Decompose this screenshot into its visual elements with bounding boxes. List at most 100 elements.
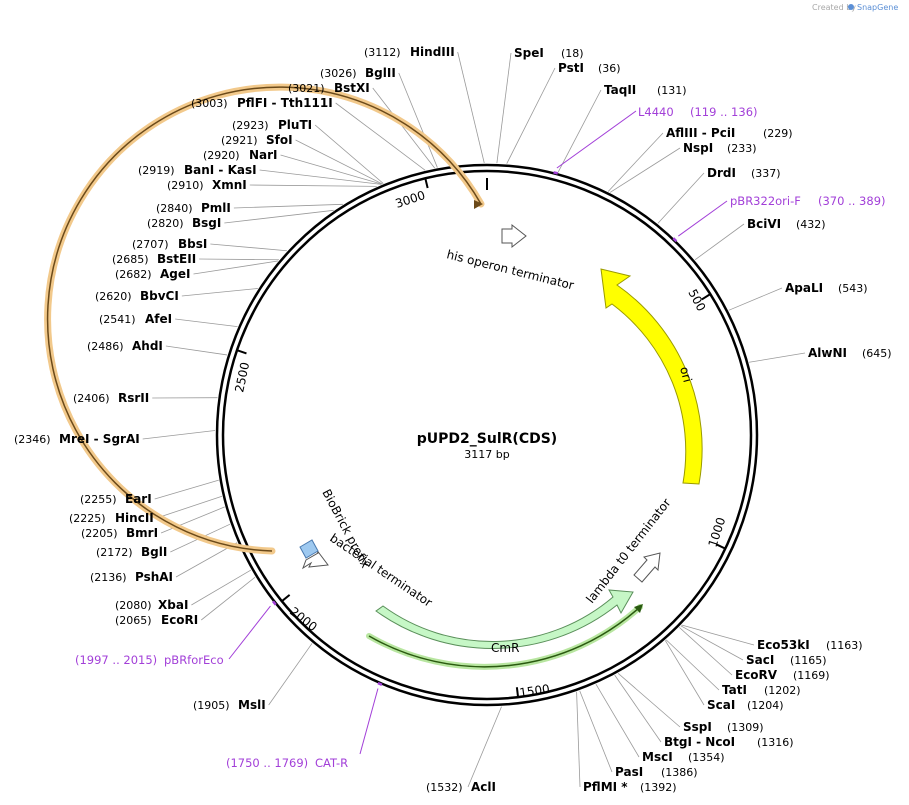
site-pos: (2620)	[95, 290, 132, 303]
site-pos: (2406)	[73, 392, 110, 405]
snapgene-logo-icon	[848, 4, 854, 10]
site-name: BbvCI	[140, 289, 179, 303]
terminator-label-his: his operon terminator	[445, 247, 575, 292]
site-name: BbsI	[178, 237, 207, 251]
primer-bind-mark	[672, 237, 678, 243]
site-name: SspI	[683, 720, 712, 734]
site-name: AfeI	[145, 312, 172, 326]
site-name: XbaI	[158, 598, 188, 612]
site-name: BsgI	[192, 216, 221, 230]
site-name: SpeI	[514, 46, 544, 60]
leader-line	[181, 288, 258, 297]
site-pos: (3003)	[191, 97, 228, 110]
leader-line	[457, 51, 485, 164]
site-pos: (1169)	[793, 669, 830, 682]
primer-range: (1997 .. 2015)	[75, 653, 157, 667]
site-pos: (1354)	[688, 751, 725, 764]
primer-labels: L4440 (119 .. 136) pBR322ori-F (370 .. 3…	[75, 105, 886, 770]
primer-range: (1750 .. 1769)	[226, 756, 308, 770]
site-name: BciVI	[747, 217, 781, 231]
site-pos: (1202)	[764, 684, 801, 697]
tick-label-2500: 2500	[232, 361, 252, 394]
leader-line	[156, 495, 223, 519]
leader-line	[579, 690, 613, 773]
site-name: Eco53kI	[757, 638, 810, 652]
leader-line	[679, 627, 733, 676]
leader-line	[372, 87, 436, 169]
site-pos: (2820)	[147, 217, 184, 230]
site-name: ApaLI	[785, 281, 823, 295]
site-pos: (233)	[727, 142, 757, 155]
site-name: PmlI	[201, 201, 231, 215]
restriction-site-labels: SpeI (18) PstI (36) TaqII (131) AflIII -…	[14, 45, 892, 794]
site-pos: (2205)	[81, 527, 118, 540]
terminator-label-lambda: lambda t0 terminator	[583, 496, 673, 606]
primer-name: L4440	[638, 105, 674, 119]
primer-bind-mark	[272, 600, 277, 606]
site-pos: (2920)	[203, 149, 240, 162]
site-pos: (2080)	[115, 599, 152, 612]
site-name: BanI - KasI	[184, 163, 257, 177]
site-name: HincII	[115, 511, 154, 525]
site-pos: (1386)	[661, 766, 698, 779]
leader-line	[595, 684, 640, 758]
site-name: TaqII	[604, 83, 636, 97]
leader-line	[165, 345, 228, 356]
site-name: BglI	[141, 545, 167, 559]
primer-name: pBRforEco	[164, 653, 224, 667]
site-name: PflFI - Tth111I	[237, 96, 333, 110]
leader-line	[728, 287, 783, 311]
site-name: MscI	[642, 750, 673, 764]
tick-mark	[715, 543, 726, 550]
site-name: AflIII - PciI	[666, 126, 735, 140]
leader-line	[201, 576, 256, 621]
leader-line	[680, 625, 744, 661]
leader-line	[280, 154, 382, 185]
leader-line	[335, 102, 426, 171]
site-name: HindIII	[410, 45, 455, 59]
leader-line	[154, 479, 219, 500]
leader-line	[665, 639, 720, 691]
site-name: TatI	[722, 683, 747, 697]
site-pos: (2172)	[96, 546, 133, 559]
tick-label-1000: 1000	[706, 516, 729, 549]
tick-mark	[424, 178, 429, 189]
terminator-his-operon: his operon terminator	[445, 223, 575, 293]
site-name: SfoI	[266, 133, 293, 147]
site-name: BglII	[365, 66, 396, 80]
primer-leader	[556, 110, 637, 169]
leader-line	[191, 569, 252, 606]
site-pos: (1905)	[193, 699, 230, 712]
site-name: EcoRV	[735, 668, 778, 682]
leader-line	[249, 184, 377, 187]
site-pos: (2255)	[80, 493, 117, 506]
site-pos: (2225)	[69, 512, 106, 525]
leader-line	[199, 258, 279, 261]
leader-line	[614, 674, 662, 743]
leader-line	[210, 243, 287, 252]
leader-line	[506, 67, 556, 164]
site-pos: (1163)	[826, 639, 863, 652]
site-name: RsrII	[118, 391, 149, 405]
site-name: DrdI	[707, 166, 736, 180]
site-pos: (131)	[657, 84, 687, 97]
site-name: PluTI	[278, 118, 312, 132]
backbone-outer	[215, 163, 759, 707]
site-pos: (3112)	[364, 46, 401, 59]
site-pos: (2136)	[90, 571, 127, 584]
tick-marks	[236, 178, 726, 698]
leader-line	[749, 352, 806, 363]
feature-label-biobrick: BioBrick prefix	[319, 487, 372, 570]
leader-line	[496, 52, 512, 164]
site-pos: (2065)	[115, 614, 152, 627]
feature-label-ori: ori	[677, 365, 695, 384]
site-pos: (2921)	[221, 134, 258, 147]
site-name: AgeI	[160, 267, 190, 281]
site-name: NarI	[249, 148, 278, 162]
feature-cmr: CmR	[375, 589, 634, 655]
site-pos: (1204)	[747, 699, 784, 712]
site-pos: (2486)	[87, 340, 124, 353]
tick-label-2000: 2000	[287, 604, 320, 634]
plasmid-name: pUPD2_SulR(CDS)	[417, 431, 557, 447]
